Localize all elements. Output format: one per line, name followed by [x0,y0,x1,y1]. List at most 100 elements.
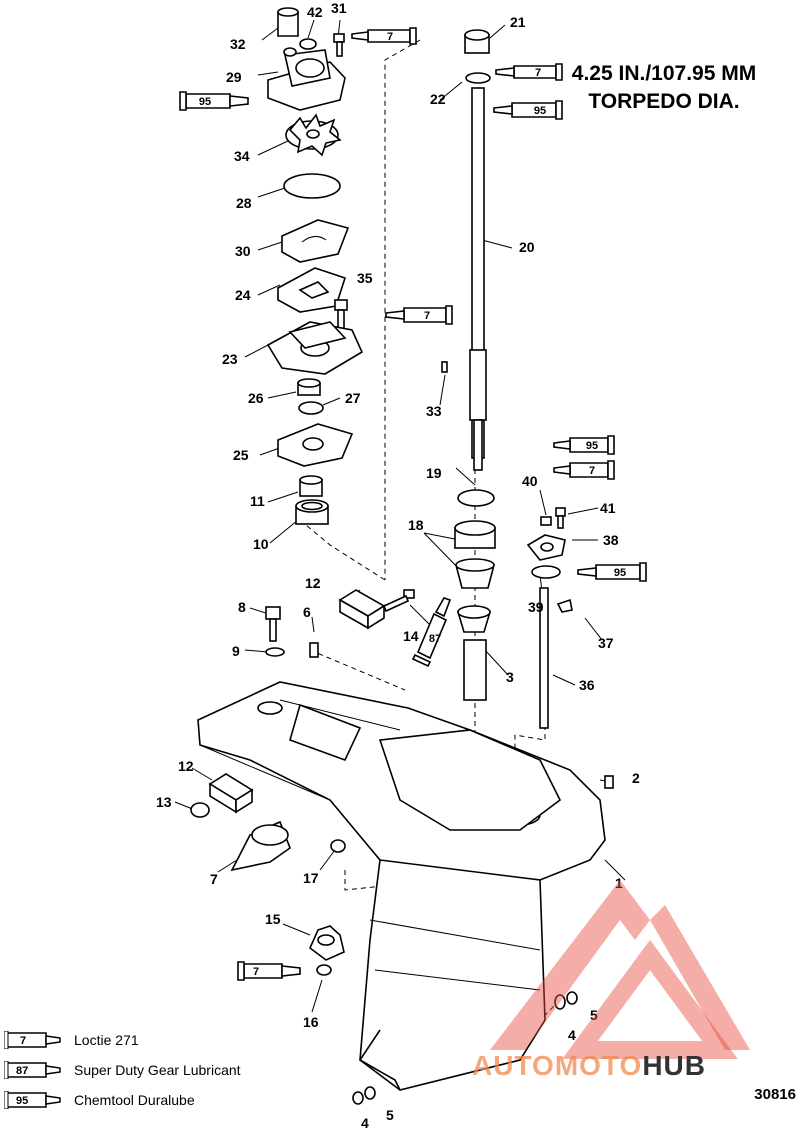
tube-number: 95 [586,440,598,452]
part-15-gear [309,925,345,961]
callout: 25 [233,447,249,463]
part-29-pump-housing [267,47,346,111]
callout: 42 [307,4,323,20]
figure-number: 30816 [754,1086,796,1103]
part-10-cup [295,499,329,525]
callout: 4 [568,1027,576,1043]
part-40-washer [540,516,552,526]
callout: 7 [210,871,218,887]
part-9-washer [265,647,285,657]
tube-number: 7 [424,310,430,322]
callout: 36 [579,677,595,693]
part-13-nut [190,802,210,818]
part-7-trim-tab [230,820,291,872]
part-38-retainer [526,534,566,561]
legend-code: 7 [20,1035,26,1047]
part-16-washer [316,964,332,976]
part-8-bolt [265,606,281,642]
tube-loctite-16: 7 [237,961,301,981]
callout: 26 [248,390,264,406]
legend-label: Super Duty Gear Lubricant [74,1062,241,1078]
tube-duralube-40: 95 [553,435,615,455]
callout: 38 [603,532,619,548]
part-41-screw [555,507,566,529]
legend-row-gear-lube: 87 Super Duty Gear Lubricant [4,1060,241,1080]
part-24-gasket [277,267,347,313]
tube-duralube-29: 95 [179,91,249,111]
tube-number: 95 [534,105,546,117]
part-19-shim [457,489,495,507]
part-5-washer-lower [364,1086,376,1100]
tube-loctite-22: 7 [495,63,563,81]
watermark-text-part2: HUB [642,1050,706,1081]
callout: 31 [331,0,347,16]
callout: 41 [600,500,616,516]
callout: 35 [357,270,373,286]
callout: 4 [361,1115,369,1131]
callout: 1 [615,875,623,891]
tube-duralube-39: 95 [577,562,647,582]
callout: 33 [426,403,442,419]
callout: 12 [178,758,194,774]
callout: 12 [305,575,321,591]
title-line-2: TORPEDO DIA. [588,90,740,113]
part-28-gasket [283,173,341,199]
callout: 8 [238,599,246,615]
callout: 39 [528,599,544,615]
callout: 5 [386,1107,394,1123]
legend-code: 87 [16,1065,28,1077]
part-20-drive-shaft [469,87,487,471]
part-12-anode-upper [338,589,386,630]
callout: 30 [235,243,251,259]
part-22-seal [465,72,491,84]
callout: 18 [408,517,424,533]
part-36-shift-shaft [539,587,549,729]
callout: 24 [235,287,251,303]
part-25-gasket [277,423,354,467]
callout: 5 [590,1007,598,1023]
part-2-pin [604,775,614,789]
tube-icon: 87 [4,1061,61,1079]
callout: 34 [234,148,250,164]
part-14-bolt [382,589,415,613]
tube-icon: 7 [4,1031,61,1049]
tube-number: 7 [535,67,541,79]
part-12-anode-lower [208,773,254,814]
callout: 28 [236,195,252,211]
callout: 21 [510,14,526,30]
callout: 2 [632,770,640,786]
part-21-cap [464,29,490,54]
legend-code: 95 [16,1095,28,1107]
tube-loctite-35: 7 [385,305,453,325]
tube-number: 95 [614,567,626,579]
callout: 3 [506,669,514,685]
part-4-screw-upper [554,994,566,1010]
legend-row-duralube: 95 Chemtool Duralube [4,1090,195,1110]
part-30-plate [281,219,350,263]
callout: 40 [522,473,538,489]
watermark-text: AUTOMOTOHUB [472,1050,706,1082]
part-11-bearing [299,475,323,497]
callout: 27 [345,390,361,406]
callout: 37 [598,635,614,651]
part-39-oring [531,565,561,579]
tube-number: 87 [429,633,441,645]
callout: 20 [519,239,535,255]
part-18-bearing [454,520,496,589]
callout: 23 [222,351,238,367]
legend-label: Loctie 271 [74,1032,139,1048]
tube-loctite-31: 7 [351,27,417,45]
part-42-seal [299,38,317,50]
title-line-1: 4.25 IN./107.95 MM [571,62,757,85]
tube-number: 7 [253,966,259,978]
legend-row-loctite: 7 Loctie 271 [4,1030,139,1050]
automotohub-logo [490,880,750,1059]
part-1-gear-housing [197,681,606,1091]
callout: 16 [303,1014,319,1030]
tube-number: 7 [589,465,595,477]
part-6-pin [309,642,319,658]
callout: 14 [403,628,419,644]
tube-duralube-22: 95 [493,100,563,120]
callout: 19 [426,465,442,481]
